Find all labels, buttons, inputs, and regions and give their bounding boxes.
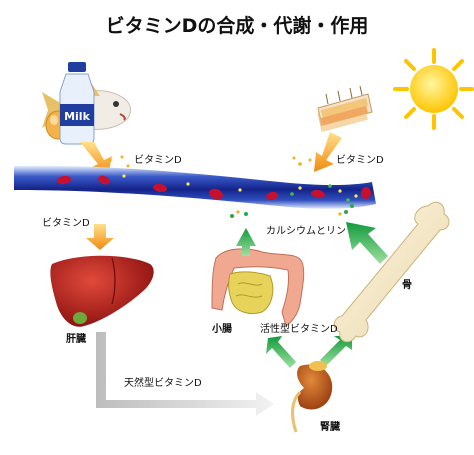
label-calcium-phosphorus: カルシウムとリン — [266, 225, 346, 237]
label-vitamin-d-food: ビタミンD — [134, 154, 182, 166]
label-vitamin-d-skin: ビタミンD — [336, 154, 384, 166]
arrow-kidney-to-bone — [320, 336, 352, 366]
arrow-skin-to-blood — [314, 132, 342, 172]
arrow-bone-to-blood — [346, 222, 388, 264]
intestine-icon — [211, 248, 305, 327]
arrow-blood-to-liver — [86, 224, 114, 250]
skin-layer-icon — [317, 85, 373, 133]
label-small-intestine: 小腸 — [211, 322, 232, 335]
milk-bottle-icon: Milk — [59, 62, 95, 145]
bone-icon — [333, 201, 450, 343]
kidney-icon — [291, 361, 333, 433]
label-kidney: 腎臓 — [320, 420, 340, 433]
arrow-kidney-to-intestine — [266, 336, 296, 368]
milk-label: Milk — [64, 110, 90, 123]
page-title: ビタミンDの合成・代謝・作用 — [106, 14, 369, 37]
label-active-vitamin-d: 活性型ビタミンD — [260, 322, 338, 335]
label-vitamin-d-to-liver: ビタミンD — [42, 217, 90, 229]
label-liver: 肝臓 — [66, 332, 86, 345]
label-bone: 骨 — [402, 279, 412, 291]
arrow-intestine-up — [236, 228, 256, 256]
sun-icon — [393, 48, 474, 130]
nutrient-dots — [108, 155, 354, 218]
label-natural-vitamin-d: 天然型ビタミンD — [124, 376, 202, 389]
arrow-liver-to-kidney — [96, 332, 274, 416]
blood-vessel-icon — [14, 165, 376, 209]
liver-icon — [50, 255, 154, 327]
